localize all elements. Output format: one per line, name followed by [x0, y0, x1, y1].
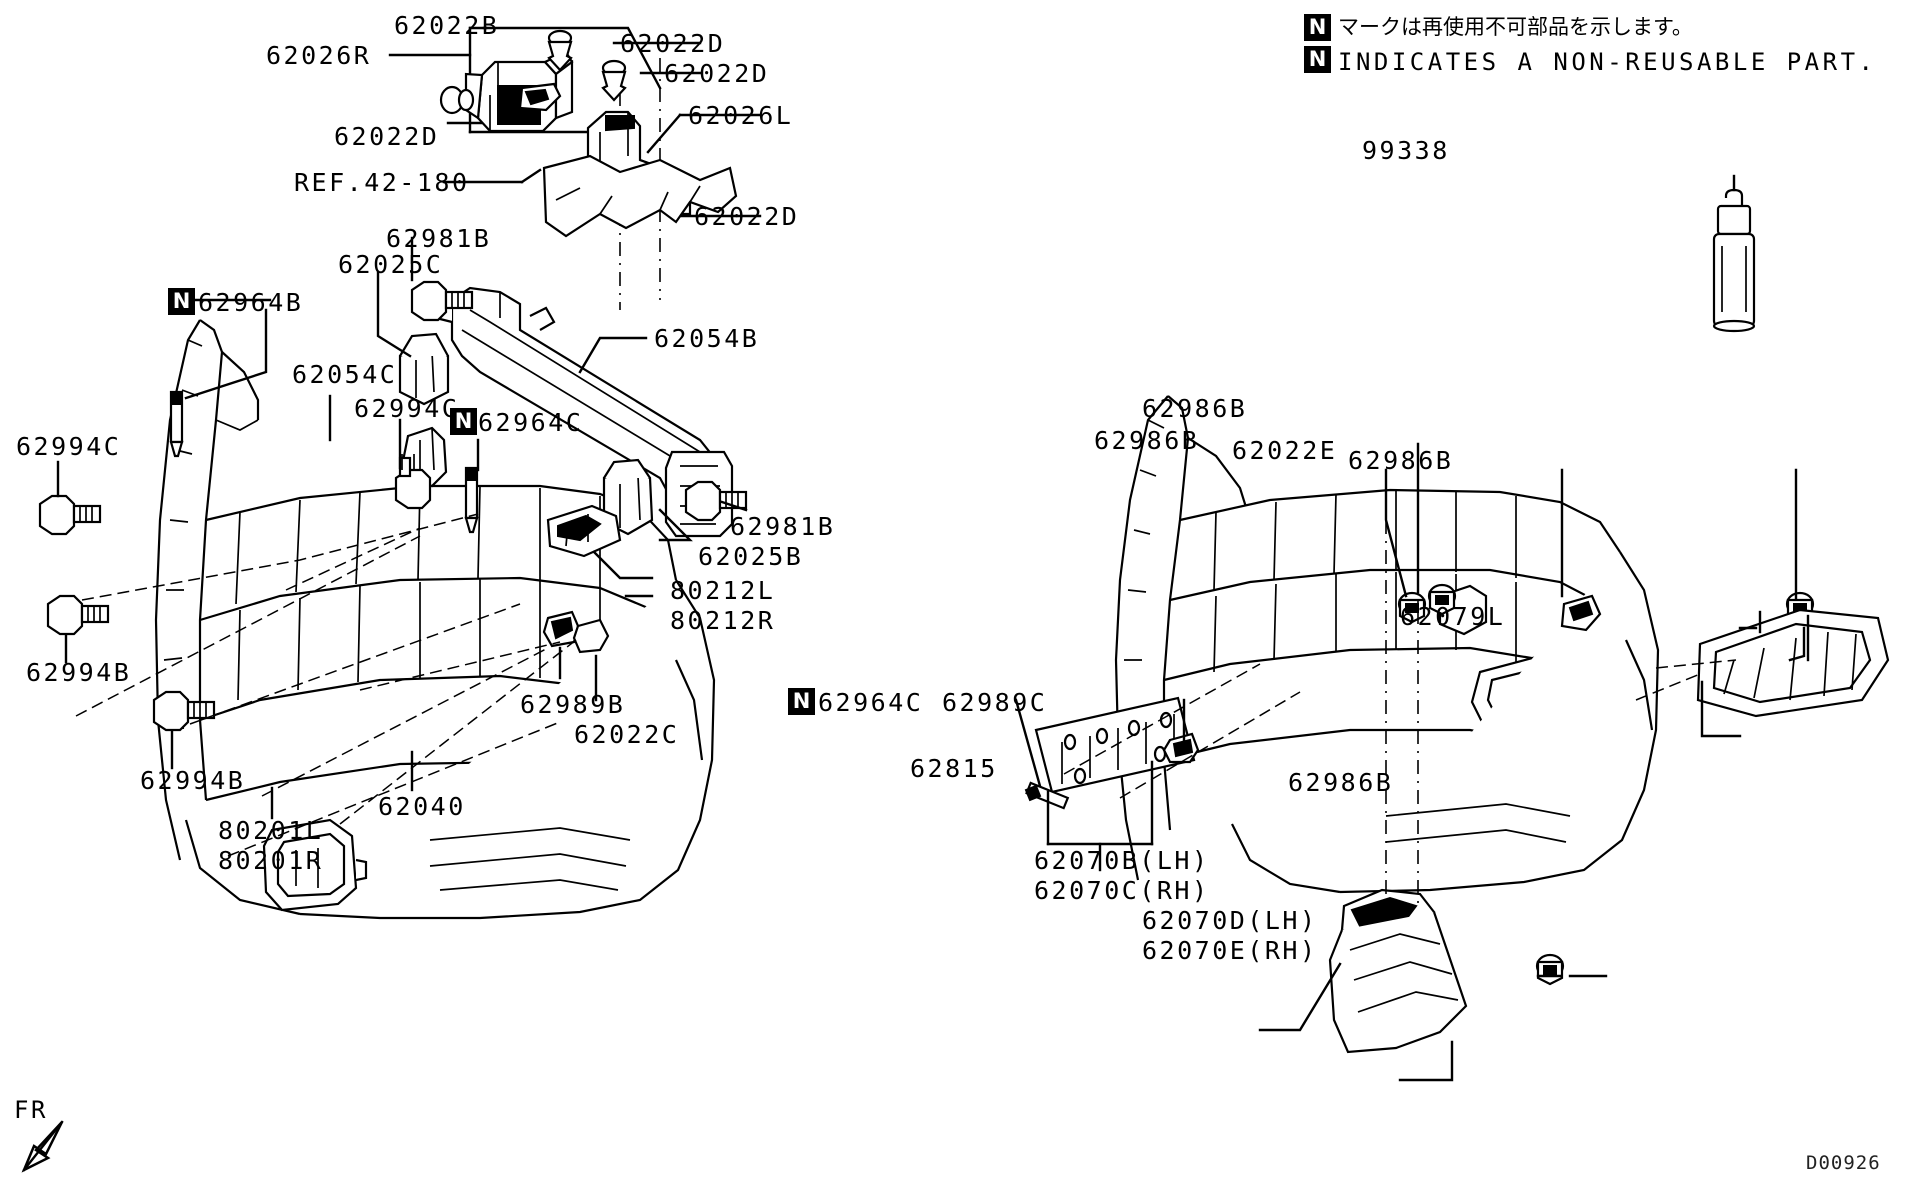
legend-badge-jp: N [1304, 14, 1331, 41]
label-80201R: 80201R [218, 846, 324, 875]
bolt-62994C-1 [38, 494, 102, 536]
label-62964C-mid: 62964C [478, 408, 584, 437]
label-62022C: 62022C [574, 720, 680, 749]
legend-text-english: INDICATES A NON-REUSABLE PART. [1338, 48, 1877, 76]
label-62994B-upper: 62994B [26, 658, 132, 687]
part-62054C-bracket [400, 426, 448, 488]
label-62815: 62815 [910, 754, 998, 783]
leader-lines-right [1014, 442, 1810, 1082]
label-80201L: 80201L [218, 816, 324, 845]
label-62981B-top: 62981B [386, 224, 492, 253]
part-62022D-clip-1 [547, 29, 573, 72]
bolt-62994B-2 [152, 690, 216, 732]
bolt-62994C-2 [394, 454, 432, 510]
label-62070E: 62070E(RH) [1142, 936, 1318, 965]
assembly-guidelines-left [75, 513, 577, 857]
part-62022D-nut-bottom [640, 184, 672, 212]
clip-62022E [1560, 594, 1602, 632]
part-62815-rear-panel [1114, 395, 1252, 881]
label-62986B-3: 62986B [1348, 446, 1454, 475]
bolt-62981B-1 [410, 280, 474, 322]
part-62022C-clip [572, 618, 610, 654]
label-62025B: 62025B [698, 542, 804, 571]
part-62070-side-garnish [1328, 888, 1468, 1054]
part-62022D-clip-2 [601, 59, 627, 102]
part-80212-retainer [546, 504, 622, 558]
bolts-left [38, 280, 748, 732]
label-62986B-2: 62986B [1094, 426, 1200, 455]
label-62964B: 62964B [198, 288, 304, 317]
part-62022D-nut-left [439, 85, 475, 115]
label-62070B: 62070B(LH) [1034, 846, 1210, 875]
bolt-62986B-3 [1785, 591, 1815, 624]
label-62022D-3: 62022D [334, 122, 440, 151]
legend-text-japanese: マークは再使用不可部品を示します。 [1338, 15, 1693, 39]
label-62989B: 62989B [520, 690, 626, 719]
label-62986B-1: 62986B [1142, 394, 1248, 423]
label-62994C-mid: 62994C [354, 394, 460, 423]
bolt-62994B-1 [46, 594, 110, 636]
badge-n-62964B: N [168, 288, 195, 315]
part-99338-tube [1712, 174, 1756, 333]
pin-62964C-right [1024, 781, 1070, 810]
label-80212R: 80212R [670, 606, 776, 635]
badge-n-62964C-right: N [788, 688, 815, 715]
part-rear-bumper-face [1163, 488, 1660, 894]
label-62070D: 62070D(LH) [1142, 906, 1318, 935]
label-62022D-4: 62022D [694, 202, 800, 231]
label-62026R: 62026R [266, 41, 372, 70]
part-62022B-clip [518, 82, 562, 112]
label-62079L: 62079L [1400, 602, 1506, 631]
label-62070C: 62070C(RH) [1034, 876, 1210, 905]
bolts-right [1397, 583, 1815, 986]
label-62964C-right: 62964C [818, 688, 924, 717]
label-62022D-1: 62022D [620, 29, 726, 58]
label-62040: 62040 [378, 792, 466, 821]
label-ref-42-180: REF.42-180 [294, 168, 470, 197]
label-62022D-2: 62022D [664, 59, 770, 88]
label-62054C: 62054C [292, 360, 398, 389]
label-62026L: 62026L [688, 101, 794, 130]
label-62054B: 62054B [654, 324, 760, 353]
pin-62964B [169, 390, 184, 458]
part-62026L-bracket [586, 110, 692, 216]
diagram-id: D00926 [1806, 1152, 1881, 1174]
pin-62964C [464, 466, 479, 534]
label-80212L: 80212L [670, 576, 776, 605]
label-62022B: 62022B [394, 11, 500, 40]
legend-badge-en: N [1304, 46, 1331, 73]
part-62989B-clip [542, 610, 580, 648]
orientation-marker-fr: FR [14, 1096, 48, 1124]
badge-n-62964C: N [450, 408, 477, 435]
label-62025C: 62025C [338, 250, 444, 279]
label-99338: 99338 [1362, 136, 1450, 165]
fr-direction-arrow [21, 1120, 64, 1173]
label-62022E: 62022E [1232, 436, 1338, 465]
label-62986B-4: 62986B [1288, 768, 1394, 797]
label-62989C: 62989C [942, 688, 1048, 717]
part-62989C-clip [1162, 732, 1200, 764]
part-62026R-bracket [464, 50, 574, 133]
label-62994C-left: 62994C [16, 432, 122, 461]
part-62025B-bracket [602, 458, 654, 536]
part-62079L-bezel [1696, 608, 1890, 718]
bolt-62986B-4 [1535, 953, 1565, 986]
label-62981B-right: 62981B [730, 512, 836, 541]
part-license-plate-bracket [1034, 696, 1196, 794]
label-62994B-lower: 62994B [140, 766, 246, 795]
